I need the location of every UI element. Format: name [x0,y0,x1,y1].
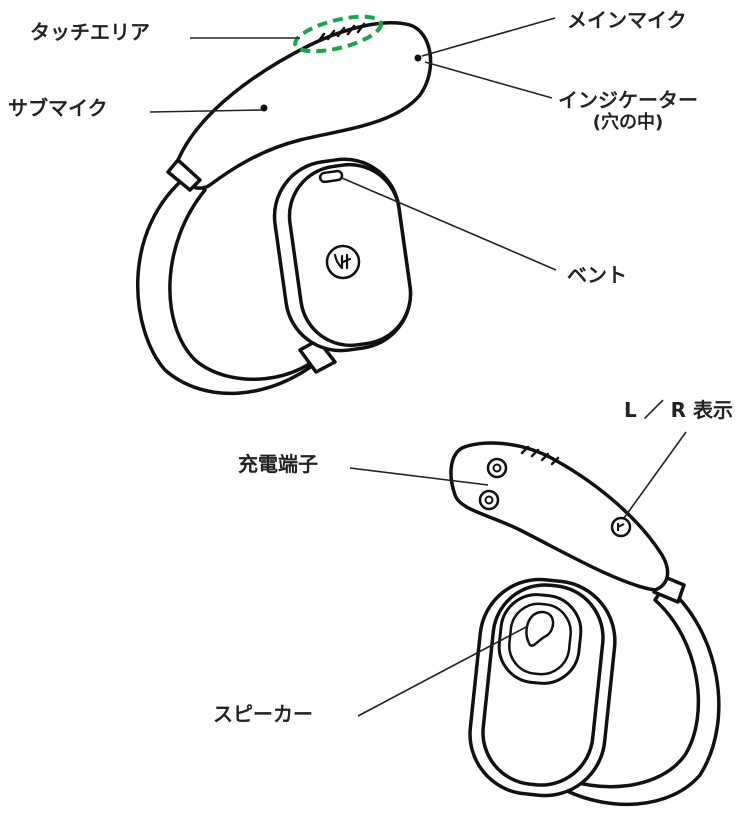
leader-lines [149,17,687,717]
touch-ridges-bottom [520,445,560,466]
speaker-icon [497,593,583,685]
leader-indicator [424,61,553,99]
leader-charging [349,467,489,486]
touch-area-highlight [293,14,383,54]
label-indicator: インジケーター (穴の中) [558,88,698,134]
main-body-bottom [449,441,670,592]
leader-sub-mic [149,109,263,113]
label-indicator-line2: (穴の中) [592,112,664,133]
hook-joint-upper [166,158,202,192]
label-main-mic: メインマイク [567,8,687,32]
leader-speaker [357,625,529,717]
label-vent: ベント [567,263,627,287]
leader-lr [623,431,687,519]
label-indicator-line1: インジケーター [558,88,698,112]
lr-mark-icon [610,516,632,538]
touch-ridges [316,22,366,44]
sub-mic-hole [260,104,268,112]
label-touch-area: タッチエリア [30,20,150,44]
charging-terminal-upper [486,457,508,479]
logo-icon [325,244,361,280]
label-charging-terminal: 充電端子 [238,452,318,476]
label-lr-mark: L ／ R 表示 [624,398,734,422]
main-mic-hole [414,54,422,62]
earphone-top [136,14,433,396]
charging-terminal-lower [478,489,500,511]
label-speaker: スピーカー [213,702,313,726]
label-sub-mic: サブマイク [8,96,108,120]
main-body-top [176,21,433,190]
leader-main-mic [421,17,556,57]
earphone-bottom [449,441,721,806]
leader-vent [341,177,557,271]
vent-slot [318,169,344,184]
